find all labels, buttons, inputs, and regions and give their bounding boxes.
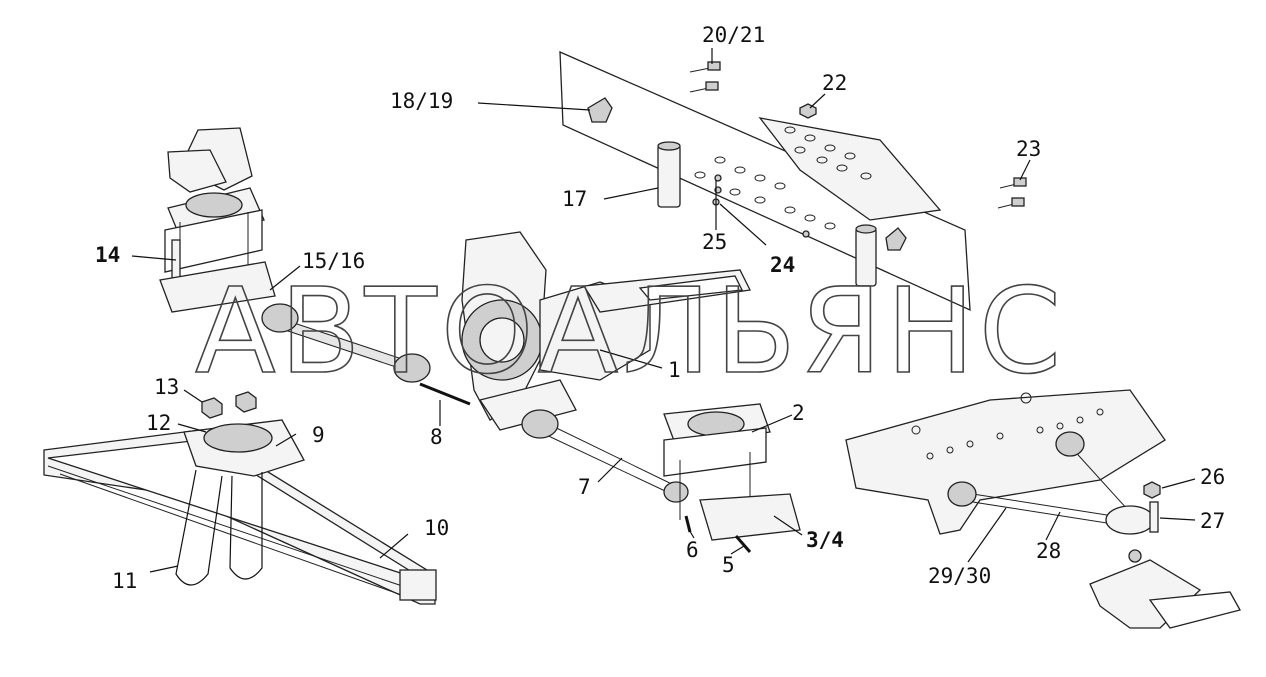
leaf-spring-assembly — [43, 391, 437, 605]
frame-side-plate — [559, 50, 1027, 312]
callout-29-30: 29/30 — [928, 564, 991, 588]
callout-17: 17 — [562, 187, 587, 211]
callout-23: 23 — [1016, 137, 1041, 161]
upper-spring-seat-right — [663, 403, 801, 553]
watermark-text: АВТОАЛЬЯНС — [195, 262, 1065, 400]
callout-12: 12 — [146, 411, 171, 435]
callout-18-19: 18/19 — [390, 89, 453, 113]
callout-5: 5 — [722, 553, 735, 577]
balancer-axle-housing — [461, 231, 751, 431]
callout-1: 1 — [668, 358, 681, 382]
callout-2: 2 — [792, 401, 805, 425]
callout-25: 25 — [702, 230, 727, 254]
torque-rod-7 — [521, 409, 689, 503]
callout-9: 9 — [312, 423, 325, 447]
callout-labels: 1 2 3/4 5 6 7 8 9 10 11 12 13 14 15/16 1… — [95, 23, 1225, 593]
callout-10: 10 — [424, 516, 449, 540]
callout-15-16: 15/16 — [302, 249, 365, 273]
callout-24: 24 — [770, 253, 795, 277]
callout-20-21: 20/21 — [702, 23, 765, 47]
v-rod-assembly — [845, 389, 1241, 629]
callout-27: 27 — [1200, 509, 1225, 533]
callout-7: 7 — [578, 475, 591, 499]
callout-14: 14 — [95, 243, 120, 267]
callout-28: 28 — [1036, 539, 1061, 563]
callout-22: 22 — [822, 71, 847, 95]
upper-spring-seat-left — [159, 127, 276, 313]
pin-8 — [419, 382, 471, 406]
callout-11: 11 — [112, 569, 137, 593]
callout-8: 8 — [430, 425, 443, 449]
callout-13: 13 — [154, 375, 179, 399]
callout-26: 26 — [1200, 465, 1225, 489]
reaction-rod-upper — [261, 303, 431, 383]
leader-lines — [131, 48, 1196, 573]
callout-6: 6 — [686, 538, 699, 562]
callout-3-4: 3/4 — [806, 528, 844, 552]
